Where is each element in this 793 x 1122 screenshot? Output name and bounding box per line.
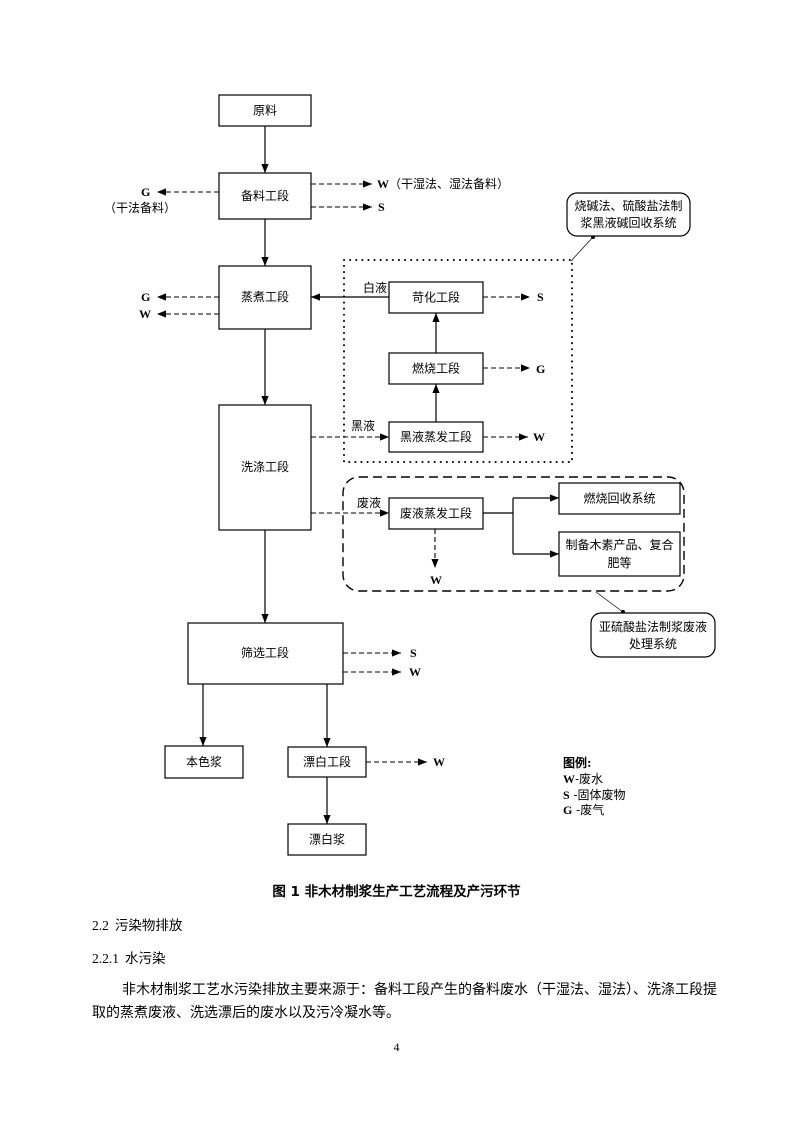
emission-screening-w-code: W: [409, 665, 421, 679]
node-label: 燃烧工段: [412, 361, 460, 376]
section-heading: 2.2 污染物排放: [92, 914, 182, 934]
process-flow-diagram: 原料 备料工段 蒸煮工段 洗涤工段 筛选工段 本色浆 漂白工段 漂白浆 苛化工段…: [104, 94, 716, 856]
callout-line1: 烧碱法、硫酸盐法制: [574, 198, 682, 213]
figure-caption: 图 1 非木材制浆生产工艺流程及产污环节: [272, 884, 521, 900]
subsection-title: 水污染: [125, 951, 166, 967]
emission-waste-evap-w-code: W: [430, 573, 442, 587]
emission-prep-w-note: （干湿法、湿法备料）: [389, 176, 509, 191]
emission-cooking-g-code: G: [141, 290, 150, 304]
section-number: 2.2: [92, 918, 109, 933]
legend-item-w: W-废水: [563, 771, 603, 786]
emission-screening-s-code: S: [410, 646, 417, 660]
node-label: 漂白浆: [309, 832, 345, 847]
subsection-number: 2.2.1: [92, 951, 119, 966]
node-label: 漂白工段: [303, 754, 351, 769]
node-label: 备料工段: [241, 188, 289, 203]
callout-connector: [595, 591, 624, 613]
legend-item-g: G -废气: [563, 802, 604, 817]
emission-prep-w: W（干湿法、湿法备料）: [377, 176, 509, 191]
emission-prep-g-code: G: [141, 185, 150, 199]
edge-label-black-liquor: 黑液: [351, 418, 375, 433]
node-combustion-recovery: 燃烧回收系统: [558, 482, 681, 515]
legend-item-s: S -固体废物: [563, 787, 626, 802]
node-washing: 洗涤工段: [218, 404, 312, 531]
node-label: 废液蒸发工段: [400, 506, 472, 521]
emission-bleaching-w-code: W: [433, 755, 445, 769]
edge-label-white-liquor: 白液: [363, 280, 387, 295]
node-bleached-pulp: 漂白浆: [287, 823, 367, 856]
legend-title: 图例:: [563, 755, 591, 770]
node-screening: 筛选工段: [187, 622, 344, 685]
node-label: 洗涤工段: [241, 459, 289, 474]
callout-connector: [570, 236, 594, 262]
page-number: 4: [393, 1040, 400, 1054]
node-waste-liquor-evaporation: 废液蒸发工段: [388, 497, 484, 530]
node-label: 筛选工段: [241, 645, 289, 660]
emission-causticizing-s-code: S: [537, 290, 544, 304]
edge-label-waste-liquor: 废液: [357, 495, 381, 510]
node-label: 原料: [253, 104, 277, 118]
node-label: 苛化工段: [412, 290, 460, 305]
node-label-line1: 制备木素产品、复合: [565, 537, 673, 552]
emission-prep-s-code: S: [378, 200, 385, 214]
emission-combustion-g-code: G: [536, 362, 545, 376]
node-prep: 备料工段: [218, 172, 312, 220]
section-title: 污染物排放: [114, 918, 183, 934]
node-label: 燃烧回收系统: [583, 491, 655, 506]
body-paragraph: 非木材制浆工艺水污染排放主要来源于：备料工段产生的备料废水（干湿法、湿法）、洗涤…: [92, 982, 717, 1021]
node-label: 蒸煮工段: [241, 289, 289, 304]
node-combustion: 燃烧工段: [388, 352, 484, 385]
node-lignin-products: 制备木素产品、复合 肥等: [558, 531, 681, 577]
emission-cooking-w-code: W: [139, 307, 151, 321]
node-label: 黑液蒸发工段: [400, 429, 472, 444]
node-label-line2: 肥等: [607, 556, 631, 570]
callout-sulfite-treatment: 亚硫酸盐法制浆废液 处理系统: [590, 591, 716, 658]
alkali-recovery-region: [343, 259, 573, 463]
node-causticizing: 苛化工段: [388, 281, 484, 314]
node-cooking: 蒸煮工段: [218, 265, 312, 330]
emission-black-evap-w-code: W: [533, 430, 545, 444]
node-bleaching: 漂白工段: [287, 746, 367, 778]
node-unbleached-pulp: 本色浆: [164, 745, 244, 779]
emission-prep-g-note: （干法备料）: [104, 201, 176, 215]
emission-prep-w-code: W: [377, 177, 389, 191]
node-raw-material: 原料: [218, 94, 312, 127]
legend: 图例: W-废水 S -固体废物 G -废气: [563, 755, 626, 817]
callout-line1: 亚硫酸盐法制浆废液: [599, 619, 707, 634]
callout-line2: 浆黑液碱回收系统: [580, 215, 676, 230]
subsection-heading: 2.2.1 水污染: [92, 947, 166, 967]
node-black-liquor-evaporation: 黑液蒸发工段: [388, 421, 484, 453]
callout-line2: 处理系统: [629, 637, 677, 651]
sulfite-treatment-region: [342, 476, 685, 592]
node-label: 本色浆: [186, 754, 222, 769]
callout-alkali-recovery: 烧碱法、硫酸盐法制 浆黑液碱回收系统: [566, 192, 691, 262]
